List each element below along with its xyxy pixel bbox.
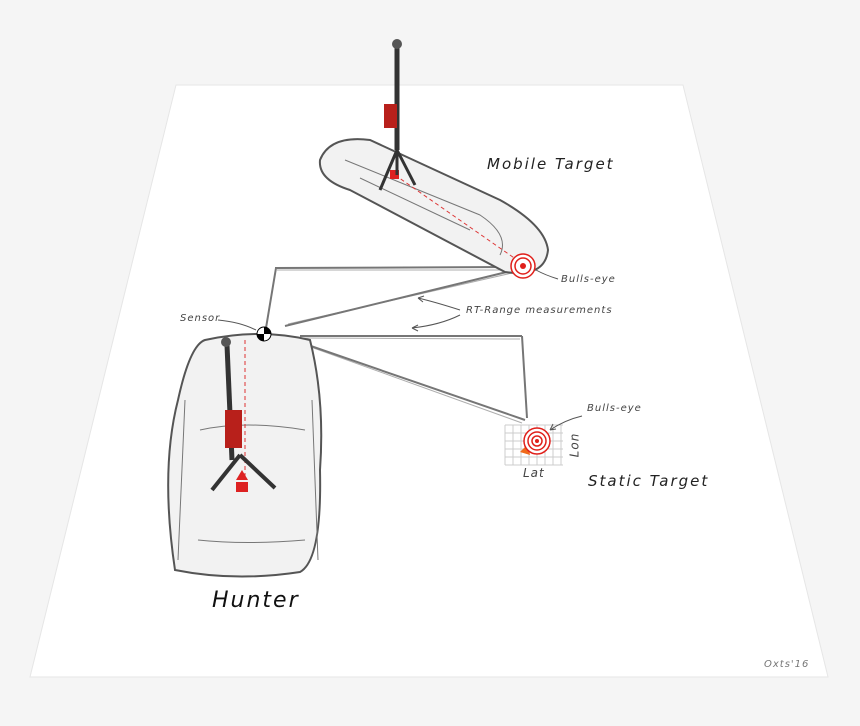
static-target-label: Static Target xyxy=(588,472,710,490)
lon-label: Lon xyxy=(567,432,582,458)
mobile-target-car xyxy=(318,39,550,279)
bulls-eye-static-label: Bulls-eye xyxy=(587,403,642,414)
bulls-eye-mobile-label: Bulls-eye xyxy=(561,274,616,285)
measurements-label: RT-Range measurements xyxy=(466,305,613,316)
pointer-arrows xyxy=(217,269,583,431)
lat-label: Lat xyxy=(523,466,545,480)
mobile-bullseye-icon xyxy=(510,253,536,279)
measurement-lines xyxy=(265,266,528,424)
mobile-target-label: Mobile Target xyxy=(487,155,615,173)
signature: Oxts'16 xyxy=(764,659,810,670)
sensor-icon xyxy=(256,326,272,342)
static-bullseye-icon xyxy=(520,427,551,455)
sensor-label: Sensor xyxy=(180,313,221,324)
hunter-label: Hunter xyxy=(212,588,300,613)
hunter-car xyxy=(167,326,323,578)
